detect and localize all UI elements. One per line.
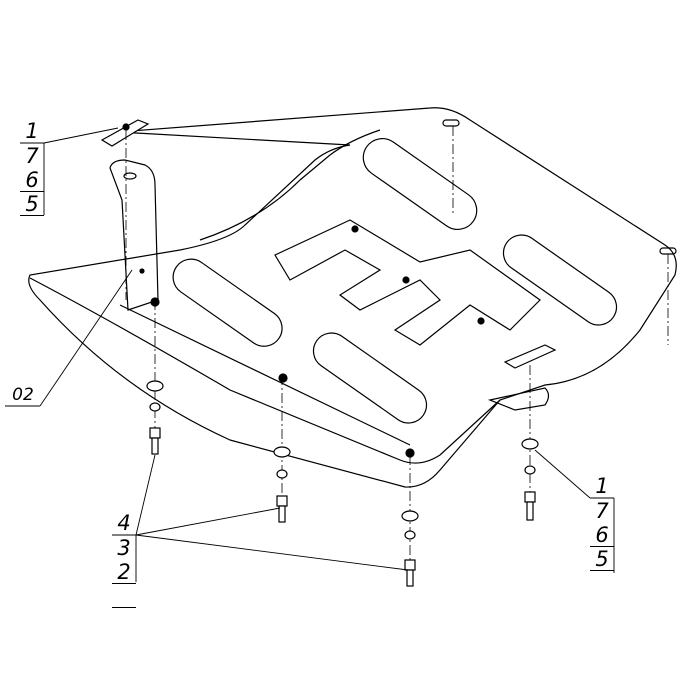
- emboss-s-shape: [274, 219, 541, 346]
- fastener-stack: [146, 380, 539, 587]
- plate-front-edge: [29, 277, 501, 464]
- rear-bracket: [487, 387, 550, 411]
- bracket-slot: [123, 172, 137, 180]
- callout-label: 7: [25, 144, 39, 168]
- nut-plate: [503, 344, 557, 369]
- emboss-slot: [362, 138, 478, 230]
- callout-label: 5: [25, 192, 39, 216]
- callout-label: 4: [117, 511, 131, 535]
- callout-label: 1: [595, 474, 609, 498]
- callout-label: 1: [25, 119, 39, 143]
- plate-rim: [199, 129, 381, 241]
- bracket: [109, 159, 159, 311]
- callout-label: 6: [595, 523, 609, 547]
- callout-label: 5: [595, 547, 609, 571]
- callout-label: 6: [25, 168, 39, 192]
- skid-plate-outline: [28, 107, 677, 488]
- emboss-slot: [312, 332, 428, 424]
- callout-bracket: 02: [12, 385, 34, 405]
- callout-label: 3: [117, 536, 131, 560]
- emboss-slot: [502, 234, 618, 326]
- callout-label: 7: [595, 499, 609, 523]
- plate-fold: [119, 304, 411, 446]
- emboss-slot: [172, 258, 283, 347]
- callout-label: 2: [117, 560, 131, 584]
